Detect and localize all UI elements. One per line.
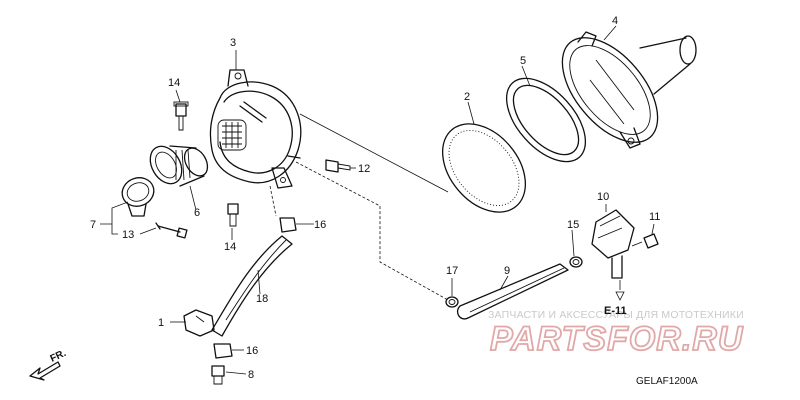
callout-6: 6 [194, 207, 200, 219]
callout-14b: 14 [224, 241, 236, 253]
drain-housing [591, 209, 635, 279]
callout-9: 9 [504, 265, 510, 277]
air-cleaner-case [209, 69, 302, 189]
callout-11: 11 [649, 211, 660, 223]
clip-15 [569, 256, 583, 268]
band-clamp [121, 177, 155, 217]
callout-12: 12 [358, 163, 370, 175]
air-cleaner-element [441, 123, 527, 213]
reference-label: E-11 [604, 305, 627, 317]
callout-18: 18 [256, 293, 268, 305]
callout-10: 10 [597, 191, 609, 203]
front-direction-indicator: FR. [29, 348, 68, 381]
watermark-logo: PARTSFOR.RU [490, 320, 744, 358]
gasket-ring [505, 77, 587, 163]
callout-16a: 16 [314, 219, 326, 231]
clamp-1 [183, 309, 215, 337]
watermark-subtitle: ЗАПЧАСТИ И АКСЕССУАРЫ ДЛЯ МОТОТЕХНИКИ [488, 309, 744, 321]
callout-1: 1 [158, 317, 164, 329]
callout-2: 2 [464, 91, 470, 103]
clip-16-upper [279, 217, 297, 233]
callout-13: 13 [122, 229, 134, 241]
clip-17 [445, 296, 459, 308]
callout-16b: 16 [246, 345, 258, 357]
bolt-8 [211, 365, 225, 385]
clip-16-lower [213, 343, 233, 359]
bolt-14-upper [173, 101, 189, 131]
bolt-12 [325, 159, 351, 173]
front-label: FR. [49, 348, 68, 365]
connecting-tube [149, 145, 209, 187]
diagram-code: GELAF1200A [636, 376, 698, 387]
screw-13 [155, 222, 188, 239]
leader-lines [100, 25, 655, 375]
callout-numbers: 3 4 5 2 14 12 6 7 13 14 16 18 1 16 8 17 … [90, 15, 660, 381]
callout-5: 5 [520, 55, 526, 67]
callout-3: 3 [230, 37, 236, 49]
bolt-14-lower [227, 203, 239, 227]
breather-tube [211, 235, 293, 337]
drain-tube [456, 263, 569, 320]
assembly-lines [269, 113, 625, 301]
air-cleaner-housing [561, 31, 697, 149]
callout-14a: 14 [168, 77, 180, 89]
callout-7: 7 [90, 219, 96, 231]
callout-17: 17 [446, 265, 458, 277]
callout-8: 8 [248, 369, 254, 381]
bolt-11 [631, 233, 659, 249]
callout-4: 4 [612, 15, 618, 27]
callout-15: 15 [567, 219, 579, 231]
